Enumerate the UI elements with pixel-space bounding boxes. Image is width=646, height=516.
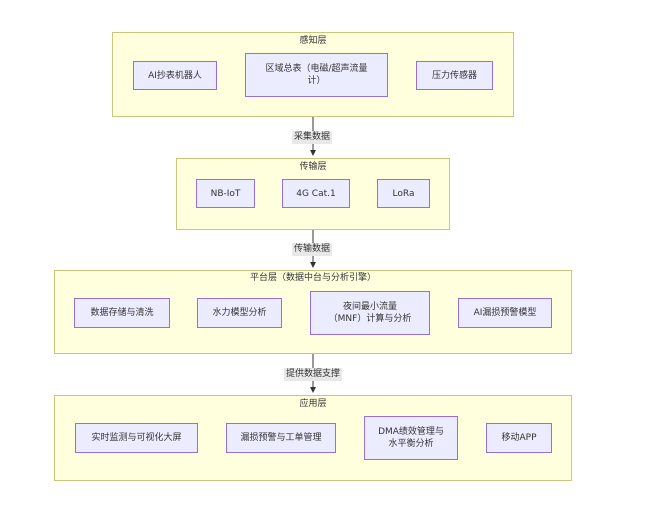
layer-perception-title: 感知层	[299, 36, 327, 46]
node-hydraulic-model-analysis[interactable]: 水力模型分析	[197, 298, 282, 328]
node-data-storage-cleaning[interactable]: 数据存储与清洗	[74, 298, 170, 328]
node-ai-leak-warning-model[interactable]: AI漏损预警模型	[458, 298, 552, 328]
node-lora[interactable]: LoRa	[377, 179, 430, 208]
node-4g-cat1[interactable]: 4G Cat.1	[282, 179, 350, 208]
node-pressure-sensor[interactable]: 压力传感器	[416, 61, 493, 90]
layer-application-title: 应用层	[299, 399, 327, 409]
node-mobile-app[interactable]: 移动APP	[486, 423, 552, 453]
node-mnf-analysis[interactable]: 夜间最小流量（MNF）计算与分析	[310, 291, 430, 335]
node-leak-alert-workorder[interactable]: 漏损预警与工单管理	[226, 423, 336, 453]
node-realtime-dashboard[interactable]: 实时监测与可视化大屏	[75, 423, 198, 453]
node-nb-iot[interactable]: NB-IoT	[196, 179, 255, 208]
node-dma-performance[interactable]: DMA绩效管理与水平衡分析	[364, 416, 458, 460]
layer-transport-title: 传输层	[299, 162, 327, 172]
edge-label-collect-data: 采集数据	[292, 131, 333, 144]
edge-label-data-support: 提供数据支撑	[284, 368, 343, 381]
node-zone-master-meter[interactable]: 区域总表（电磁/超声流量计）	[245, 53, 388, 97]
node-ai-meter-robot[interactable]: AI抄表机器人	[133, 61, 217, 90]
layer-platform-title: 平台层（数据中台与分析引擎）	[249, 273, 376, 283]
edge-label-transmit-data: 传输数据	[292, 243, 333, 256]
